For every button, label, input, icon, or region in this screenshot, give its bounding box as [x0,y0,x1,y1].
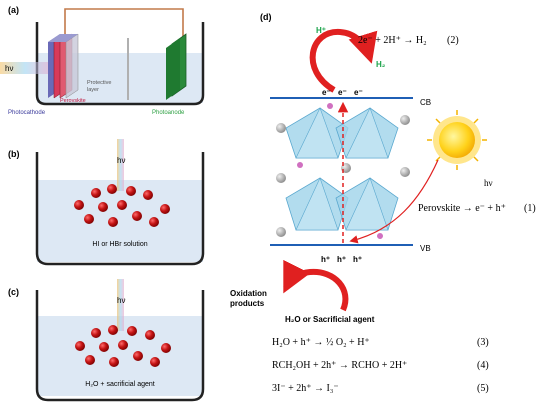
octahedron [335,107,399,159]
equation-5-number: (5) [477,383,489,394]
photoanode-face [166,38,180,100]
a-site-cation [400,167,410,177]
panel-b-tag: (b) [8,149,20,159]
oxidation-cycle-arrow [283,259,349,312]
electron-3: e⁻ [354,88,363,97]
protective-layer-label: Protective layer [87,80,113,93]
a-site-cation [400,115,410,125]
particle [143,190,153,200]
hole-2: h⁺ [337,255,346,264]
oxidation-products-text-line2: products [230,299,265,308]
perovskite-particles-c [75,325,171,367]
a-site-cation [276,227,286,237]
protective-layer-text-line2: layer [87,87,99,93]
panel-d-tag: (d) [260,12,272,22]
oxidation-products-text: Oxidation [230,289,267,298]
particle [107,184,117,194]
external-wire [64,8,184,40]
perovskite-crystal-structure [276,103,410,239]
equation-3-number: (3) [477,337,489,348]
hole-3: h⁺ [353,255,362,264]
h-plus-text: H⁺ [316,26,326,35]
cb-label: CB [420,98,431,107]
photoanode-label: Photoanode [152,110,185,116]
hv-label-b: hν [117,156,125,165]
a-site-cation [276,173,286,183]
light-beam-b [117,139,124,191]
electron-1: e⁻ [322,88,331,97]
equation-3: H₂O + h⁺ → ½ O₂ + H⁺ [272,337,370,348]
particle [74,200,84,210]
particle [132,211,142,221]
particle [85,355,95,365]
reduction-cycle-arrow [309,28,378,93]
solution-label-c: H₂O + sacrificial agent [85,381,154,388]
particle [145,330,155,340]
equation-4-number: (4) [477,360,489,371]
panel-c-tag: (c) [8,287,19,297]
hole-1: h⁺ [321,255,330,264]
particle [75,341,85,351]
particle [160,204,170,214]
beaker-b [35,152,205,266]
particle [108,325,118,335]
h-plus-reactant: H⁺ [316,26,326,35]
perovskite-particles-b [74,184,170,227]
particle [149,217,159,227]
equation-5: 3I⁻ + 2h⁺ → I₃⁻ [272,383,339,394]
panel-a: (a) hν Protective layer Perovskite Photo… [0,5,205,116]
equation-2-number: (2) [447,35,459,46]
octahedron [285,177,349,231]
equation-1: Perovskite → e⁻ + h⁺ [418,203,506,214]
electron-2: e⁻ [338,88,347,97]
panel-a-tag: (a) [8,5,19,15]
particle [84,214,94,224]
a-site-cation [327,103,333,109]
equation-4: RCH₂OH + 2h⁺ → RCHO + 2H⁺ [272,360,407,371]
light-beam-a [0,62,50,74]
particle [99,342,109,352]
octahedron [335,177,399,231]
hv-label-c: hν [117,296,125,305]
particle [126,186,136,196]
panel-d: (d) H⁺ H₂ 2e⁻ + 2H⁺ → H₂ (2) CB VB e⁻ e⁻… [230,12,536,394]
beaker-a [35,22,205,106]
a-site-cation [377,233,383,239]
particle [127,326,137,336]
particle [98,202,108,212]
panel-b: (b) hν HI or HBr solution [8,139,205,266]
particle [150,357,160,367]
protective-layer-text: Protective [87,80,111,86]
agent-label: H₂O or Sacrificial agent [285,315,375,324]
equation-1-number: (1) [524,203,536,214]
solution-b [37,180,203,262]
solution-label-b: HI or HBr solution [92,241,147,248]
oxidation-products-label: Oxidation products [230,289,269,308]
light-beam-c [117,279,124,331]
a-site-cation [276,123,286,133]
particle [161,343,171,353]
perovskite-label-a: Perovskite [60,98,86,104]
light-absorption-arrow [349,159,439,244]
particle [118,340,128,350]
beaker-c [35,290,205,402]
photocathode-label: Photocathode [8,110,46,116]
particle [117,200,127,210]
panel-c: (c) hν H₂O + sacrificial agent [8,279,205,402]
particle [133,351,143,361]
particle [91,328,101,338]
particle [91,188,101,198]
vb-label: VB [420,244,431,253]
a-site-cation [297,162,303,168]
photocathode-electrode [48,33,79,99]
particle [108,217,118,227]
hv-label-a: hν [5,64,13,73]
sun-icon [427,110,487,170]
equation-2: 2e⁻ + 2H⁺ → H₂ [358,35,427,46]
particle [109,357,119,367]
h2-product: H₂ [376,60,386,69]
hv-label-d: hν [484,178,493,188]
